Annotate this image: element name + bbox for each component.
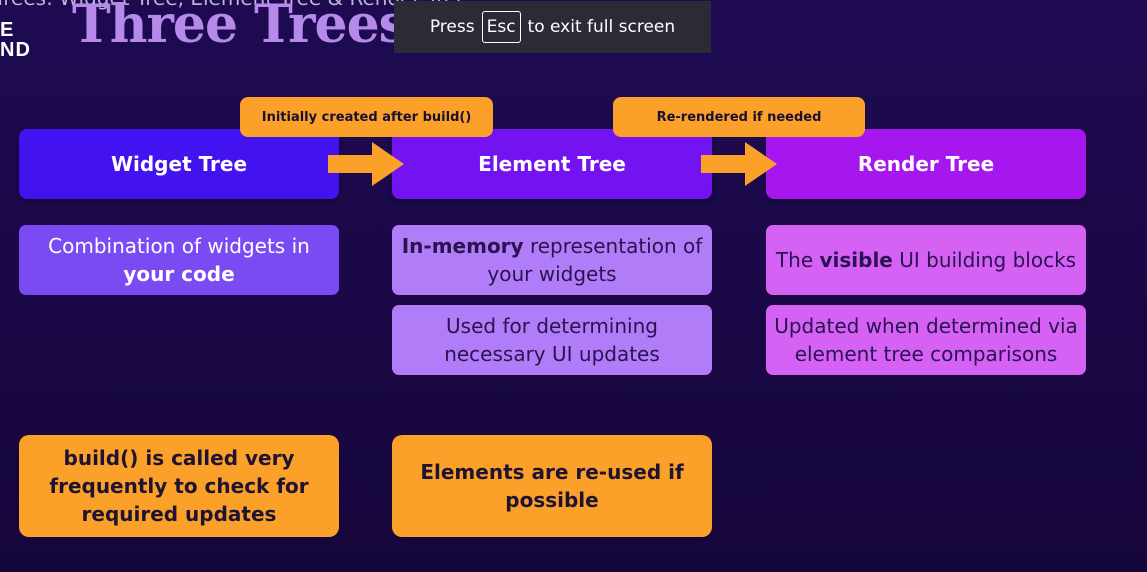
card-text-plain: Updated when determined via element tree…	[774, 314, 1078, 366]
esc-key-badge: Esc	[481, 11, 521, 43]
brand-logo: E ND	[0, 20, 31, 60]
fullscreen-exit-toast: Press Esc to exit full screen	[394, 1, 711, 53]
widget-tree-note: build() is called very frequently to che…	[19, 435, 339, 537]
slide-breadcrumb: Trees: Widget Tree, Element Tree & Rende…	[0, 0, 469, 10]
card-text-bold: visible	[819, 248, 893, 272]
render-tree-header: Render Tree	[766, 129, 1086, 199]
card-text-bold: In-memory	[401, 234, 524, 258]
element-tree-card-updates: Used for determining necessary UI update…	[392, 305, 712, 375]
card-text-plain: UI building blocks	[892, 248, 1077, 272]
element-tree-card-memory: In-memory representation of your widgets	[392, 225, 712, 295]
arrow-right-icon	[701, 142, 777, 186]
widget-tree-header: Widget Tree	[19, 129, 339, 199]
widget-to-element-tag: Initially created after build()	[240, 97, 493, 137]
card-text-bold: your code	[123, 262, 235, 286]
card-text-plain: The	[775, 248, 820, 272]
element-to-render-tag: Re-rendered if needed	[613, 97, 865, 137]
logo-line: E	[0, 19, 15, 41]
toast-text-before: Press	[429, 17, 475, 37]
render-tree-card-updated: Updated when determined via element tree…	[766, 305, 1086, 375]
card-text: In-memory representation of your widgets	[398, 232, 706, 288]
card-text-plain: Used for determining necessary UI update…	[444, 314, 660, 366]
card-text: The visible UI building blocks	[776, 246, 1076, 274]
slide-title: Three Trees	[72, 0, 408, 55]
card-text-plain: Combination of widgets in	[48, 234, 310, 258]
toast-text-after: to exit full screen	[527, 17, 676, 37]
render-tree-card-visible: The visible UI building blocks	[766, 225, 1086, 295]
logo-line: ND	[0, 39, 31, 61]
widget-tree-card: Combination of widgets in your code	[19, 225, 339, 295]
element-tree-note: Elements are re-used if possible	[392, 435, 712, 537]
element-tree-header: Element Tree	[392, 129, 712, 199]
card-text: Combination of widgets in your code	[25, 232, 333, 288]
arrow-right-icon	[328, 142, 404, 186]
card-text-plain: representation of your widgets	[487, 234, 703, 286]
